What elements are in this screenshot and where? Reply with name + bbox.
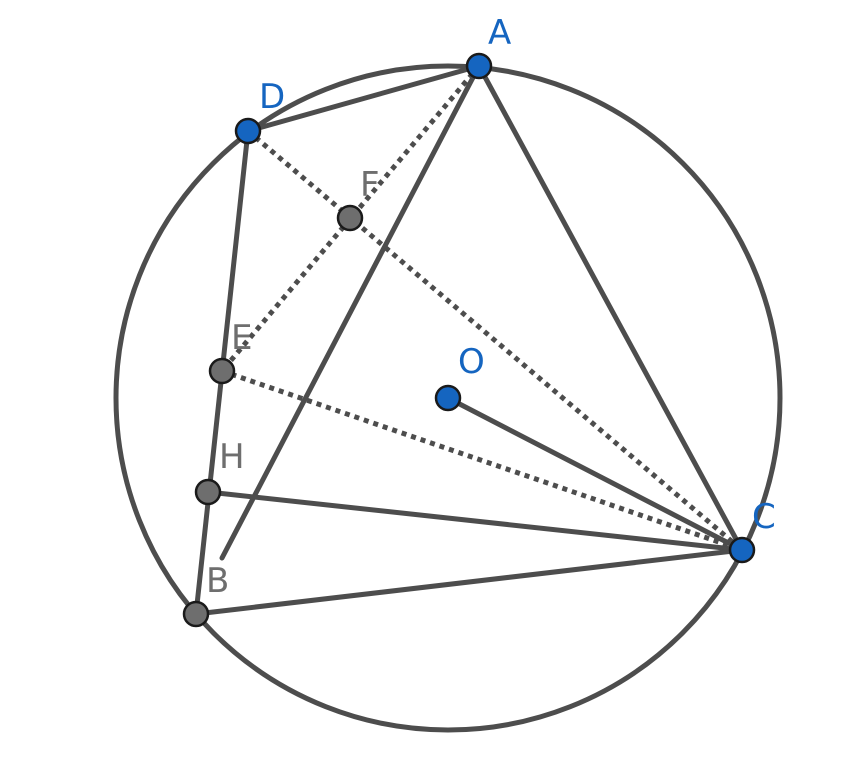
point-f (336, 204, 364, 232)
label-c: C (752, 497, 776, 537)
segment-ac (476, 63, 745, 553)
dotted-segments (220, 64, 744, 553)
point-a (465, 52, 493, 80)
circumcircle (113, 63, 783, 733)
point-h (194, 478, 222, 506)
solid-segments (193, 63, 745, 617)
label-o: O (458, 342, 485, 382)
label-a: A (488, 13, 511, 53)
label-e: E (231, 318, 252, 358)
label-b: B (206, 561, 229, 601)
segment-hc (205, 489, 745, 553)
segment-ae (220, 64, 481, 373)
labels: A D F E O H C B (206, 13, 776, 601)
label-f: F (360, 165, 380, 205)
point-d (234, 117, 262, 145)
segment-dc (246, 129, 744, 552)
segment-da (245, 63, 482, 134)
segment-ec (221, 368, 743, 553)
segment-bc (193, 547, 745, 617)
point-c (728, 536, 756, 564)
label-d: D (259, 77, 285, 117)
point-b (182, 600, 210, 628)
points (182, 52, 756, 628)
point-o (434, 384, 462, 412)
segment-oc (445, 395, 745, 553)
label-h: H (219, 437, 245, 477)
point-e (208, 357, 236, 385)
segment-ab (219, 63, 482, 561)
